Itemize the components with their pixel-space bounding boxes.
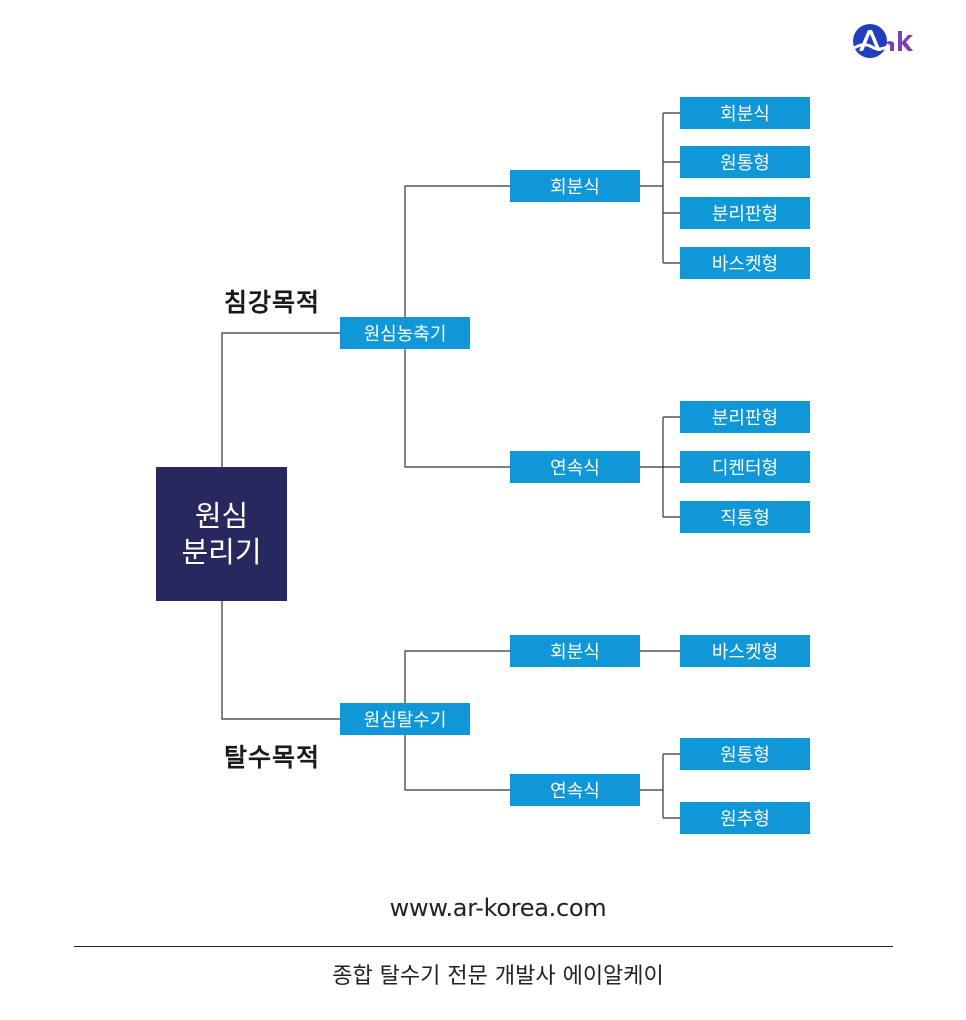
company-tagline: 종합 탈수기 전문 개발사 에이알케이	[332, 964, 664, 989]
type-node: 분리판형	[680, 401, 810, 433]
method-node-continuous: 연속식	[510, 774, 640, 806]
type-node: 원추형	[680, 802, 810, 834]
type-node: 원통형	[680, 738, 810, 770]
type-node: 분리판형	[680, 197, 810, 229]
method-node-batch: 회분식	[510, 170, 640, 202]
purpose-label-sedimentation: 침강목적	[224, 288, 321, 317]
type-node: 바스켓형	[680, 635, 810, 667]
website-url: www.ar-korea.com	[389, 894, 607, 922]
category-node-dewaterer: 원심탈수기	[340, 703, 470, 735]
footer-divider	[74, 946, 893, 947]
root-line-2: 분리기	[181, 535, 262, 569]
ark-logo-icon	[853, 24, 913, 58]
method-node-batch: 회분식	[510, 635, 640, 667]
type-node: 원통형	[680, 146, 810, 178]
type-node: 회분식	[680, 97, 810, 129]
purpose-label-dewatering: 탈수목적	[224, 743, 321, 772]
category-node-thickener: 원심농축기	[340, 317, 470, 349]
root-line-1: 원심	[194, 499, 249, 533]
method-node-continuous: 연속식	[510, 451, 640, 483]
type-node: 바스켓형	[680, 247, 810, 279]
ark-logo	[850, 21, 916, 63]
root-node-centrifuge: 원심 분리기	[156, 467, 287, 601]
type-node: 디켄터형	[680, 451, 810, 483]
type-node: 직통형	[680, 501, 810, 533]
